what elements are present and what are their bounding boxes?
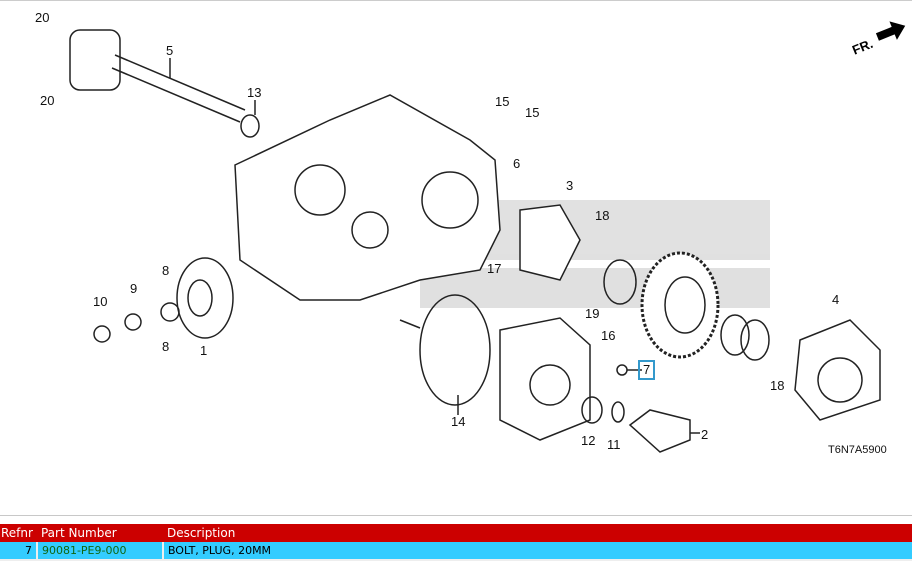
callout-11[interactable]: 11 — [607, 437, 621, 452]
arrow-icon — [875, 21, 906, 41]
callout-15[interactable]: 15 — [525, 105, 540, 120]
divider — [0, 515, 912, 516]
column-part-number: Part Number — [36, 524, 163, 542]
callout-16[interactable]: 16 — [601, 328, 616, 343]
callout-20[interactable]: 20 — [40, 93, 55, 108]
front-label: FR. — [850, 36, 875, 58]
cover-part-4 — [794, 319, 881, 421]
front-direction-indicator: FR. — [850, 21, 906, 58]
transmission-case — [234, 94, 501, 301]
callout-6[interactable]: 6 — [513, 156, 521, 171]
ring-gear — [640, 251, 720, 359]
column-description: Description — [162, 524, 912, 542]
diff-housing — [499, 317, 591, 441]
top-border — [0, 0, 912, 1]
callout-7-selected[interactable]: 7 — [638, 360, 656, 380]
callout-13[interactable]: 13 — [247, 85, 262, 100]
gear-part-1 — [176, 257, 234, 339]
refnr-cell: 7 — [0, 542, 37, 561]
callout-15[interactable]: 15 — [495, 94, 510, 109]
callout-18[interactable]: 18 — [770, 378, 785, 393]
callout-9[interactable]: 9 — [130, 281, 138, 296]
callout-20[interactable]: 20 — [35, 10, 50, 25]
parts-diagram: FR. — [69, 21, 906, 453]
description-cell: BOLT, PLUG, 20MM — [161, 542, 912, 561]
callout-3[interactable]: 3 — [566, 178, 574, 193]
shaft-part-5 — [69, 29, 260, 138]
callout-4[interactable]: 4 — [832, 292, 840, 307]
callout-1[interactable]: 1 — [200, 343, 208, 358]
callout-19[interactable]: 19 — [585, 306, 600, 321]
callout-10[interactable]: 10 — [93, 294, 108, 309]
column-refnr: Refnr — [0, 524, 37, 542]
callout-8[interactable]: 8 — [162, 339, 170, 354]
o-ring-part-14 — [419, 294, 491, 406]
diagram-code: T6N7A5900 — [828, 444, 887, 456]
callout-14[interactable]: 14 — [451, 414, 466, 429]
callout-5[interactable]: 5 — [166, 43, 174, 58]
callout-12[interactable]: 12 — [581, 433, 596, 448]
callout-17[interactable]: 17 — [487, 261, 502, 276]
table-header: Refnr Part Number Description — [0, 524, 912, 542]
part-number-cell[interactable]: 90081-PE9-000 — [35, 542, 163, 561]
parts-table: Refnr Part Number Description 7 90081-PE… — [0, 524, 912, 561]
callout-2[interactable]: 2 — [701, 427, 709, 442]
callout-18[interactable]: 18 — [595, 208, 610, 223]
callout-8[interactable]: 8 — [162, 263, 170, 278]
table-row[interactable]: 7 90081-PE9-000 BOLT, PLUG, 20MM — [0, 542, 912, 561]
